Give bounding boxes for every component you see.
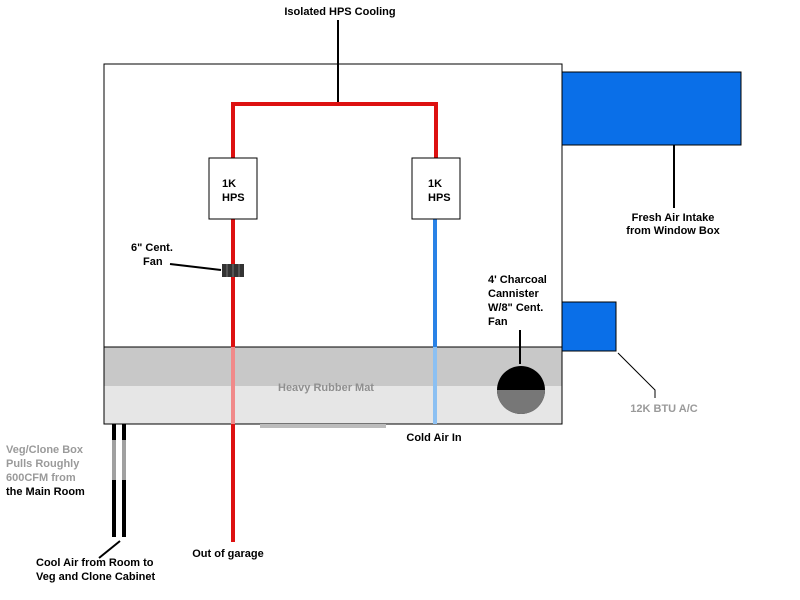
fan-label-line2: Fan xyxy=(143,256,163,268)
charcoal-label-line2: Cannister xyxy=(488,288,539,300)
out-of-garage-label: Out of garage xyxy=(192,548,264,560)
lamp-1-line1: 1K xyxy=(222,178,236,190)
rubber-mat-highlight xyxy=(104,386,562,424)
mat-label: Heavy Rubber Mat xyxy=(278,382,374,394)
charcoal-label-line4: Fan xyxy=(488,316,508,328)
charcoal-label-line1: 4' Charcoal xyxy=(488,274,547,286)
veg-box-label-line1: Veg/Clone Box xyxy=(6,444,84,456)
veg-box-label-line3: 600CFM from xyxy=(6,472,76,484)
lamp-2-line2: HPS xyxy=(428,192,451,204)
lamp-2-line1: 1K xyxy=(428,178,442,190)
cool-air-label-line1: Cool Air from Room to xyxy=(36,557,154,569)
hot-duct-top xyxy=(231,102,438,158)
hps-lamp-2 xyxy=(411,157,461,220)
mat-shadow xyxy=(260,424,386,428)
charcoal-label-line3: W/8" Cent. xyxy=(488,302,543,314)
hps-lamp-1 xyxy=(208,157,258,220)
cool-air-label-line2: Veg and Clone Cabinet xyxy=(36,571,156,583)
ac-leader-line xyxy=(617,352,656,398)
cold-air-in-label: Cold Air In xyxy=(406,432,461,444)
fresh-air-intake-box xyxy=(561,71,742,146)
fan-label-line1: 6" Cent. xyxy=(131,242,173,254)
veg-box-label-line4: the Main Room xyxy=(6,486,85,498)
lamp-1-line2: HPS xyxy=(222,192,245,204)
veg-box-label-line2: Pulls Roughly xyxy=(6,458,80,470)
ac-label: 12K BTU A/C xyxy=(630,403,697,415)
cool-air-leader-line xyxy=(98,540,121,559)
fresh-air-label-line1: Fresh Air Intake xyxy=(632,212,715,224)
fan-leader-line xyxy=(169,263,222,271)
ac-unit-box xyxy=(561,301,617,352)
diagram-title: Isolated HPS Cooling xyxy=(284,6,395,18)
charcoal-cannister-lower xyxy=(497,390,545,414)
fresh-air-label-line2: from Window Box xyxy=(626,225,720,237)
